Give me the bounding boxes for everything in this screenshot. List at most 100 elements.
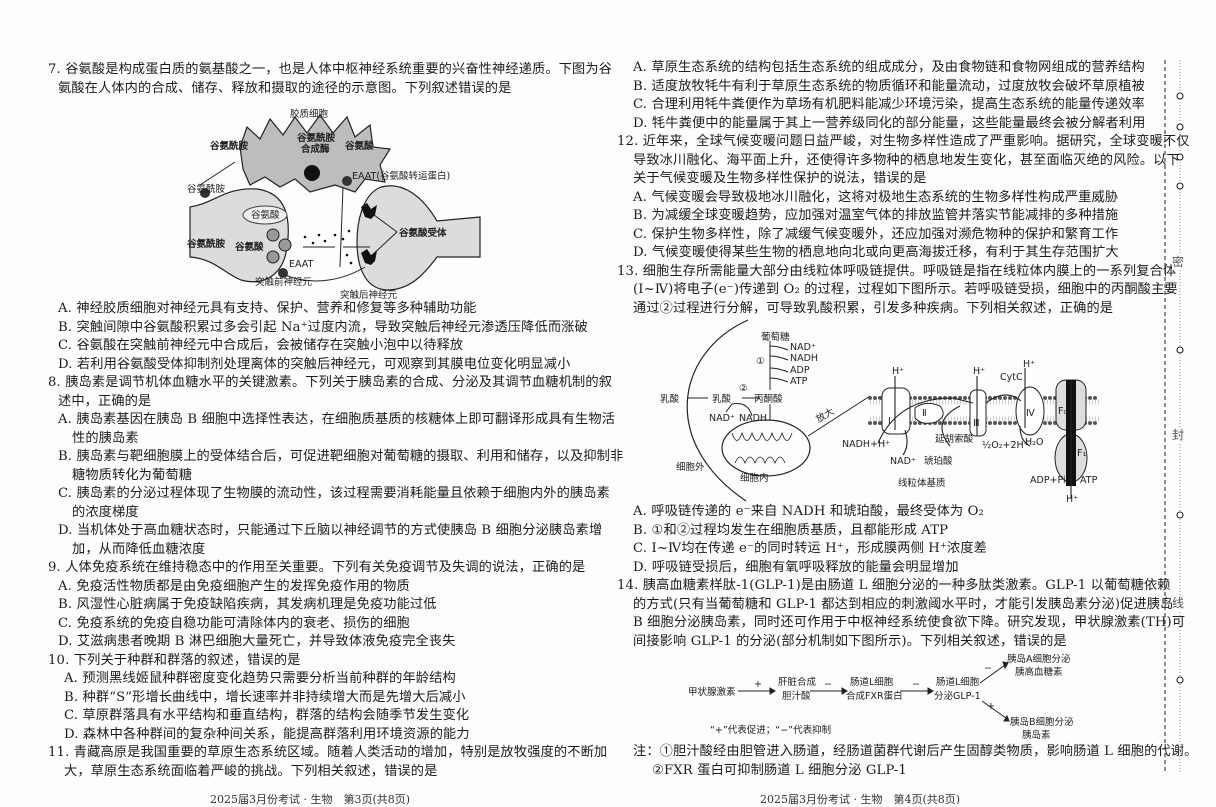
glutamate-receptors xyxy=(361,203,377,265)
question-stem: 导致冰川融化、海平面上升，还使得许多物种的栖息地发生变化，甚至面临灭绝的风险。以… xyxy=(633,152,1180,168)
node-alpha-cell: 胰岛A细胞分泌 xyxy=(1007,653,1071,665)
option-d: 加，从而降低血糖浓度 xyxy=(72,541,206,557)
option-a: A. 神经胶质细胞对神经元具有支持、保护、营养和修复等多种辅助功能 xyxy=(58,301,477,316)
option-b: B. 突触间隙中谷氨酸积累过多会引起 Na⁺过度内流，导致突触后神经元渗透压降低… xyxy=(58,319,588,335)
option-a: A. 草原生态系统的结构包括生态系统的组成成分，及由食物链和食物网组成的营养结构 xyxy=(633,60,1145,75)
option-d: D. 牦牛粪便中的能量属于其上一营养级同化的部分能量，这些能量最终会被分解者利用 xyxy=(633,115,1146,131)
label-receptor: 谷氨酸受体 xyxy=(399,227,447,239)
option-a: A. 呼吸链传递的 e⁻来自 NADH 和琥珀酸，最终受体为 O₂ xyxy=(633,504,984,519)
option-b: B. 适度放牧牦牛有利于草原生态系统的物质循环和能量流动，过度放牧会破坏草原植被 xyxy=(633,78,1146,94)
label-atp: ATP xyxy=(790,376,808,387)
label-adp: ADP xyxy=(790,365,810,376)
effect-inhibit: − xyxy=(824,679,832,690)
label-zoom: 放大 xyxy=(814,405,837,425)
option-c: 的浓度梯度 xyxy=(72,504,139,520)
label-inside-cell: 细胞内 xyxy=(740,472,769,484)
option-d: D. 艾滋病患者晚期 B 淋巴细胞大量死亡，并导致体液免疫完全丧失 xyxy=(58,634,456,649)
option-a: A. 气候变暖会导致极地冰川融化，这将对极地生态系统的生物多样性构成严重威胁 xyxy=(633,189,1119,205)
pathway-arrows xyxy=(738,661,1010,722)
mitochondrion xyxy=(721,419,811,477)
option-d: D. 气候变暖使得某些生物的栖息地向北或向更高海拔迁移，有利于其生存范围扩大 xyxy=(633,245,1119,260)
node-beta-cell: 胰岛素 xyxy=(1022,729,1051,741)
label-succinate: 琥珀酸 xyxy=(924,455,953,467)
question-12: 12. 近年来，全球气候变暖问题日益严峻，对生物多样性造成了严重影响。据研究，全… xyxy=(617,133,1189,263)
node-liver: 胆汁酸 xyxy=(782,690,811,702)
option-b: B. 胰岛素与靶细胞膜上的受体结合后，可促进靶细胞对葡萄糖的摄取、利用和储存，以… xyxy=(58,449,624,464)
node-l-cell-secretion: 分泌GLP-1 xyxy=(934,690,981,702)
label-glutamate: 谷氨酸 xyxy=(235,241,264,253)
question-stem: 9. 人体免疫系统在维持稳态中的作用至关重要。下列有关免疫调节及失调的说法，正确… xyxy=(48,560,586,575)
question-stem: B 细胞分泌胰岛素，同时还可作用于中枢神经系统使食欲下降。研究发现，甲状腺激素(… xyxy=(633,615,1186,630)
label-complex-1: Ⅰ xyxy=(888,416,891,427)
option-c: C. Ⅰ~Ⅳ均在传递 e⁻的同时转运 H⁺，形成膜两侧 H⁺浓度差 xyxy=(633,541,988,556)
label-nadh: NADH xyxy=(739,413,767,424)
page-footer-left: 2025届3月份考试 · 生物 第3页(共8页) xyxy=(210,793,411,806)
question-stem: 述中，正确的是 xyxy=(58,393,152,409)
label-lactate-outside: 乳酸 xyxy=(660,393,680,405)
figure-note: ②FXR 蛋白可抑制肠道 L 细胞分泌 GLP-1 xyxy=(652,762,907,778)
seal-char-feng: 封 xyxy=(1172,427,1185,443)
question-11-options: A. 草原生态系统的结构包括生态系统的组成成分，及由食物链和食物网组成的营养结构… xyxy=(617,59,1147,133)
binding-holes xyxy=(1176,92,1184,684)
node-beta-cell: 胰岛B细胞分泌 xyxy=(1010,716,1074,728)
electron-proton-arrows xyxy=(877,368,1072,498)
question-stem: 间接影响 GLP-1 的分泌(部分机制如下图所示)。下列相关叙述，错误的是 xyxy=(633,633,1067,649)
option-c: C. 胰岛素的分泌过程体现了生物膜的流动性，该过程需要消耗能量且依赖于细胞内外的… xyxy=(58,486,610,501)
option-d: D. 森林中各种群间的复杂种间关系，能提高群落利用环境资源的能力 xyxy=(64,726,470,742)
node-alpha-cell: 胰高血糖素 xyxy=(1015,666,1063,678)
effect-promote: + xyxy=(987,701,995,712)
node-l-cell: 肠道L细胞 xyxy=(850,676,894,688)
question-7: 7. 谷氨酸是构成蛋白质的氨基酸之一，也是人体中枢神经系统重要的兴奋性神经递质。… xyxy=(48,61,612,374)
label-f1: F₁ xyxy=(1077,448,1086,459)
node-liver: 肝脏合成 xyxy=(778,676,817,688)
mitochondrion-cristae xyxy=(731,431,793,465)
label-glial-cell: 胶质细胞 xyxy=(290,108,329,120)
label-proton: H⁺ xyxy=(1066,494,1078,505)
label-glutamate-pool: 谷氨酸 xyxy=(251,209,280,221)
label-nad: NAD⁺ xyxy=(790,342,816,353)
label-lactate: 乳酸 xyxy=(712,393,732,405)
label-nadh-h: NADH+H⁺ xyxy=(842,439,890,450)
option-b: B. ①和②过程均发生在细胞质基质，且都能形成 ATP xyxy=(633,522,949,538)
label-postsynaptic-neuron: 突触后神经元 xyxy=(340,289,398,301)
question-stem: 10. 下列关于种群和群落的叙述，错误的是 xyxy=(48,652,301,668)
label-proton: H⁺ xyxy=(1023,359,1035,370)
node-l-cell: 合成FXR蛋白 xyxy=(846,690,903,702)
label-f0: F₀ xyxy=(1058,406,1067,417)
option-d: D. 呼吸链受损后，细胞有氧呼吸释放的能量会明显增加 xyxy=(633,559,959,575)
label-eaat-full: EAAT(谷氨酸转运蛋白) xyxy=(352,170,450,182)
synaptic-vesicle xyxy=(266,228,280,242)
label-step-2: ② xyxy=(739,383,748,394)
label-glutamine: 谷氨酰胺 xyxy=(187,183,226,195)
glp1-regulation-figure: 甲状腺激素 + 肝脏合成 胆汁酸 − 肠道L细胞 合成FXR蛋白 − 肠道L细胞… xyxy=(688,653,1074,741)
glutamate-pool xyxy=(242,205,288,225)
option-b: B. 风湿性心脏病属于免疫缺陷疾病，其发病机理是免疫功能过低 xyxy=(58,597,437,612)
page-footer-right: 2025届3月份考试 · 生物 第4页(共8页) xyxy=(760,793,961,806)
label-oxygen: ½O₂+2H⁺ xyxy=(982,440,1029,451)
question-10: 10. 下列关于种群和群落的叙述，错误的是 A. 预测黑线姬鼠种群密度变化趋势只… xyxy=(48,652,578,745)
question-stem: 关于气候变暖及生物多样性保护的说法，错误的是 xyxy=(633,171,927,186)
label-nad: NAD⁺ xyxy=(890,456,916,467)
label-complex-2: Ⅱ xyxy=(922,408,927,419)
label-atp: ATP xyxy=(1080,475,1098,486)
glutamate-molecules xyxy=(303,229,353,265)
cell-membrane xyxy=(686,319,749,502)
complexes xyxy=(881,379,1088,486)
label-glutamine: 谷氨酰胺 xyxy=(210,140,249,152)
question-stem: 通过②过程进行分解，可导致乳酸积累，引发多种疾病。下列相关叙述，正确的是 xyxy=(633,300,1114,316)
binding-margin xyxy=(1164,60,1184,772)
transporter xyxy=(200,188,210,198)
figure-legend: “+”代表促进；“−”代表抑制 xyxy=(710,724,831,736)
option-c: C. 免疫系统的免疫自稳功能可清除体内的衰老、损伤的细胞 xyxy=(58,615,410,631)
question-stem: 8. 胰岛素是调节机体血糖水平的关键激素。下列关于胰岛素的合成、分泌及其调节血糖… xyxy=(48,375,613,390)
option-a: 性的胰岛素 xyxy=(72,430,139,446)
option-b: B. 为减缓全球变暖趋势，应加强对温室气体的排放监管并落实节能减排的多种措施 xyxy=(633,208,1119,223)
question-stem: (Ⅰ~Ⅳ)将电子(e⁻)传递到 O₂ 的过程，过程如下图所示。若呼吸链受损，细胞… xyxy=(633,282,1178,297)
right-column: A. 草原生态系统的结构包括生态系统的组成成分，及由食物链和食物网组成的营养结构… xyxy=(617,59,1197,780)
nucleus xyxy=(304,165,320,181)
option-c: C. 谷氨酸在突触前神经元中合成后，会被储存在突触小泡中以待释放 xyxy=(58,338,464,353)
option-c: C. 合理利用牦牛粪便作为草场有机肥料能减少环境污染，提高生态系统的能量传递效率 xyxy=(633,97,1145,112)
eaat-transporter xyxy=(342,176,352,186)
option-a: A. 胰岛素基因在胰岛 B 细胞中选择性表达，在细胞质基质的核糖体上即可翻译形成… xyxy=(58,412,616,427)
option-b: B. 种群“S”形增长曲线中，增长速率并非持续增大而是先增大后减小 xyxy=(64,689,466,705)
